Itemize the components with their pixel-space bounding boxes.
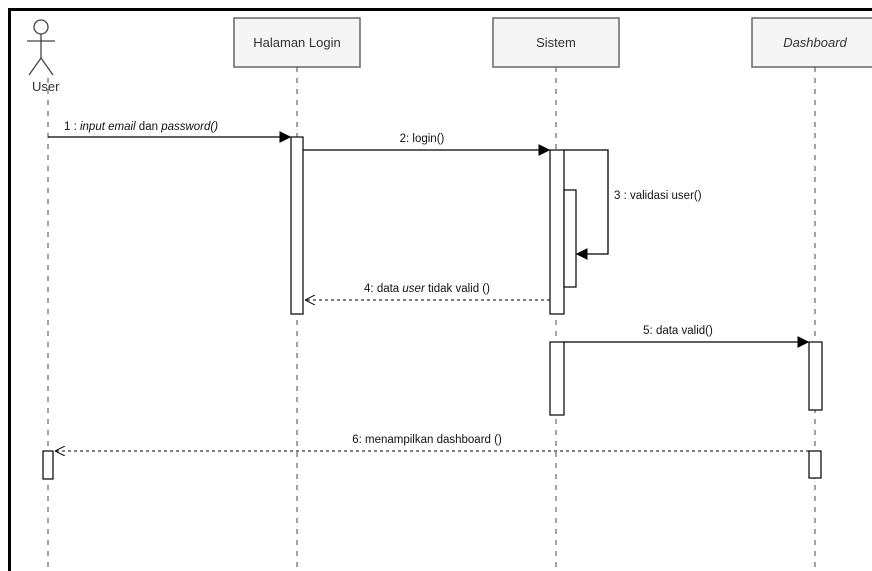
message-4-part-rest: tidak valid () — [425, 283, 490, 295]
activation-halaman-login — [290, 136, 304, 315]
message-1-label: 1 : input email dan password() — [64, 121, 218, 133]
object-label-halaman-login: Halaman Login — [253, 35, 340, 50]
message-1-num: 1 : — [64, 121, 80, 133]
actor-head — [33, 19, 49, 35]
message-4-label: 4: data user tidak valid () — [364, 283, 490, 295]
activation-user — [42, 450, 54, 480]
actor-user — [27, 19, 55, 76]
message-4-part-italic: user — [402, 283, 426, 295]
diagram-border — [8, 8, 872, 571]
object-box-sistem — [492, 17, 620, 68]
message-2-label: 2: login() — [400, 133, 445, 145]
message-1-part-italic: input email — [80, 121, 136, 133]
message-1-part-rest: dan — [136, 121, 162, 133]
activation-sistem-1 — [549, 149, 565, 315]
activation-sistem-2 — [549, 341, 565, 416]
message-5-label: 5: data valid() — [643, 325, 713, 337]
activation-dashboard-1 — [808, 341, 823, 411]
actor-right-leg — [40, 57, 54, 76]
activation-dashboard-2 — [808, 450, 822, 479]
object-box-dashboard — [751, 17, 872, 68]
object-label-dashboard: Dashboard — [783, 35, 847, 50]
actor-label: User — [32, 79, 60, 94]
activation-sistem-self — [563, 189, 577, 288]
actor-left-leg — [28, 57, 42, 76]
message-4-num: 4: data — [364, 283, 402, 295]
object-box-halaman-login — [233, 17, 361, 68]
message-6-label: 6: menampilkan dashboard () — [352, 434, 502, 446]
message-3-label: 3 : validasi user() — [614, 190, 702, 202]
message-3-arrow — [564, 149, 609, 260]
message-1-part-italic2: password() — [160, 121, 218, 133]
object-label-sistem: Sistem — [536, 35, 576, 50]
